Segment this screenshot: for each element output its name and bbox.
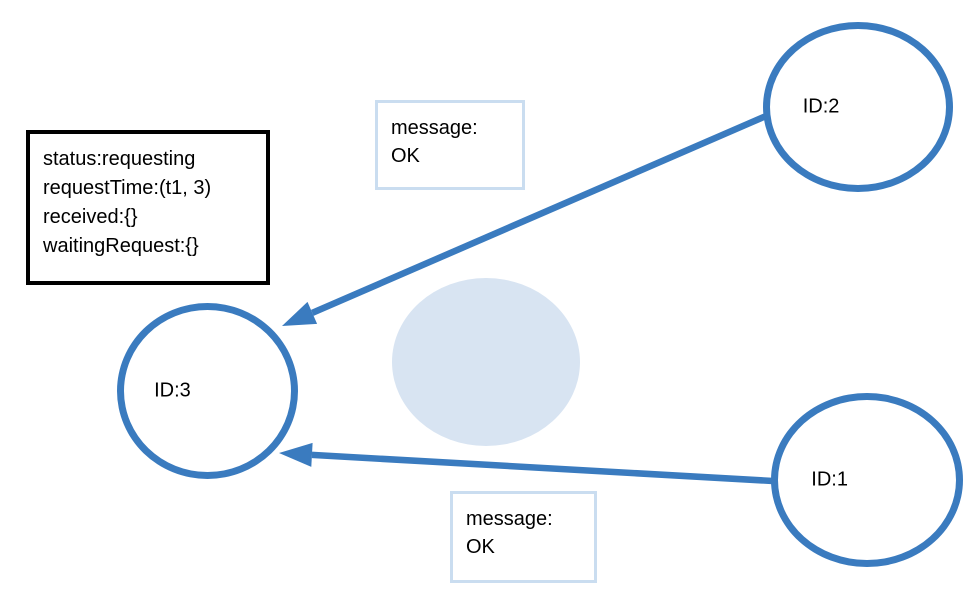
status-line-received: received:{}: [43, 206, 138, 228]
status-line-request-time: requestTime:(t1, 3): [43, 177, 212, 199]
message-box-top-value: OK: [391, 145, 420, 167]
highlight-circle: [392, 278, 580, 446]
message-box-bottom-value: OK: [466, 536, 495, 558]
message-box-bottom: message: OK: [450, 491, 597, 583]
node-id2[interactable]: ID:2: [763, 22, 953, 192]
node-id3-label: ID:3: [154, 379, 191, 402]
message-box-top-label: message:: [391, 117, 478, 139]
status-box: status:requesting requestTime:(t1, 3) re…: [26, 130, 270, 285]
node-id1-label: ID:1: [811, 468, 848, 491]
status-line-status: status:requesting: [43, 148, 196, 170]
node-id3[interactable]: ID:3: [117, 303, 298, 479]
message-box-top: message: OK: [375, 100, 525, 190]
arrowhead-id1-to-id3: [279, 442, 313, 467]
message-box-bottom-label: message:: [466, 508, 553, 530]
status-line-waiting-request: waitingRequest:{}: [43, 235, 199, 257]
node-id1[interactable]: ID:1: [771, 393, 963, 567]
edge-id1-to-id3: [279, 442, 774, 485]
arrowhead-id2-to-id3: [282, 301, 318, 326]
node-id2-label: ID:2: [802, 95, 840, 118]
edge-line-id1-to-id3: [311, 451, 774, 485]
